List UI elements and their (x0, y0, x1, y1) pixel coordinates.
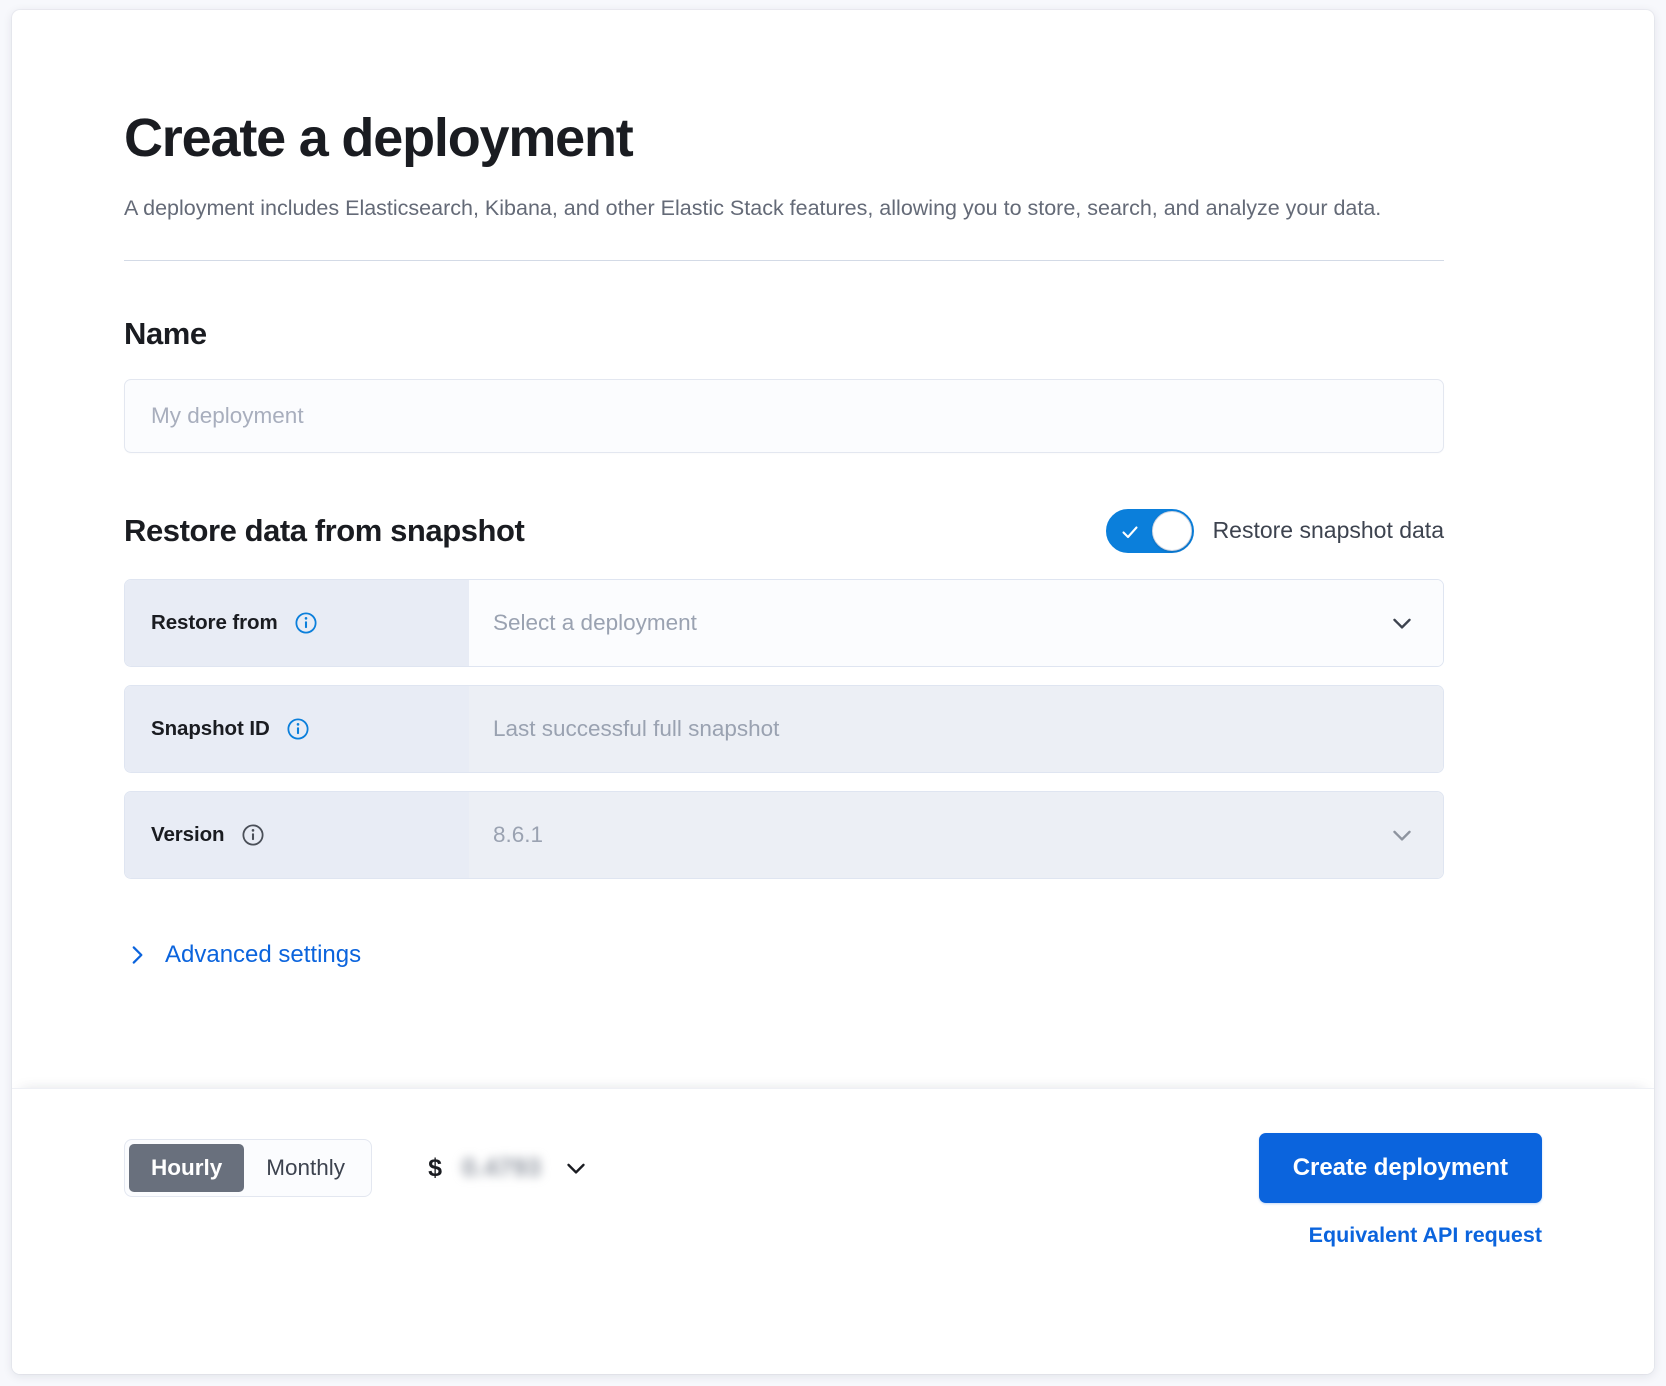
restore-section-header: Restore data from snapshot Restore snaps… (124, 508, 1444, 553)
check-icon (1122, 526, 1138, 538)
advanced-settings-toggle[interactable]: Advanced settings (124, 941, 361, 969)
version-label: Version (151, 822, 225, 846)
create-deployment-button[interactable]: Create deployment (1258, 1133, 1542, 1203)
snapshot-id-input[interactable]: Last successful full snapshot (469, 685, 1443, 772)
footer-left: Hourly Monthly $ 0.4793 (124, 1133, 591, 1197)
restore-from-label: Restore from (151, 610, 278, 634)
snapshot-id-row: Snapshot ID Last successful full snapsho… (124, 684, 1444, 773)
billing-period-toggle[interactable]: Hourly Monthly (124, 1139, 373, 1197)
equivalent-api-request-link[interactable]: Equivalent API request (1308, 1223, 1542, 1247)
deployment-name-placeholder: My deployment (151, 402, 304, 428)
restore-from-select[interactable]: Select a deployment (469, 579, 1443, 666)
restore-from-row: Restore from Select a deployment (124, 578, 1444, 667)
restore-from-value: Select a deployment (493, 609, 697, 635)
card-body: Create a deployment A deployment include… (12, 10, 1654, 1088)
info-circle-icon[interactable] (241, 824, 264, 846)
chevron-right-icon (132, 946, 143, 964)
restore-snapshot-toggle[interactable] (1105, 508, 1194, 553)
chevron-down-icon[interactable] (1387, 608, 1417, 638)
info-circle-icon[interactable] (295, 612, 317, 634)
price-amount: 0.4793 (461, 1153, 542, 1182)
version-value: 8.6.1 (493, 821, 544, 847)
page-subtitle: A deployment includes Elasticsearch, Kib… (124, 195, 1382, 220)
advanced-settings-label: Advanced settings (165, 940, 362, 968)
version-select[interactable]: 8.6.1 (469, 791, 1443, 878)
restore-from-label-group: Restore from (125, 579, 469, 666)
restore-heading: Restore data from snapshot (124, 512, 525, 548)
footer-bar: Hourly Monthly $ 0.4793 Create deploymen… (12, 1088, 1654, 1374)
toggle-knob (1151, 510, 1192, 551)
create-deployment-card: Create a deployment A deployment include… (12, 10, 1654, 1374)
name-heading: Name (124, 315, 207, 351)
content-column: Create a deployment A deployment include… (124, 108, 1444, 969)
page-title: Create a deployment (124, 108, 634, 168)
deployment-name-input[interactable]: My deployment (124, 378, 1444, 453)
snapshot-id-value: Last successful full snapshot (493, 715, 780, 741)
name-section: Name My deployment (124, 316, 1444, 453)
restore-snapshot-toggle-label: Restore snapshot data (1212, 517, 1444, 544)
chevron-down-icon[interactable] (561, 1153, 591, 1183)
billing-option-monthly[interactable]: Monthly (266, 1155, 346, 1180)
header-divider (124, 259, 1444, 261)
snapshot-id-label: Snapshot ID (151, 716, 270, 740)
restore-snapshot-toggle-wrap[interactable]: Restore snapshot data (1105, 508, 1444, 553)
version-row: Version 8.6.1 (124, 790, 1444, 879)
info-circle-icon[interactable] (287, 718, 309, 740)
chevron-down-icon[interactable] (1387, 820, 1417, 850)
price-summary[interactable]: $ 0.4793 (428, 1153, 591, 1183)
version-label-group: Version (125, 791, 469, 878)
footer-right: Create deployment Equivalent API request (1258, 1133, 1542, 1248)
snapshot-id-label-group: Snapshot ID (125, 685, 469, 772)
billing-option-hourly[interactable]: Hourly (129, 1144, 245, 1192)
price-currency-symbol: $ (428, 1153, 442, 1182)
